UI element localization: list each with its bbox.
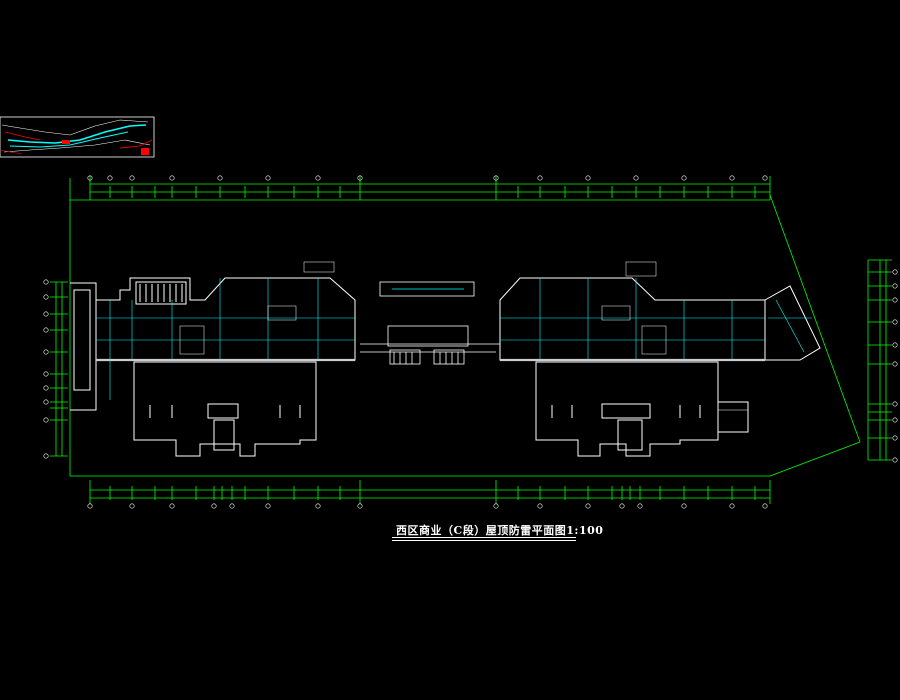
bottom-grid-bubbles [87, 503, 768, 509]
left-grid-bubbles [43, 279, 49, 459]
right-building-grid [500, 278, 812, 360]
left-building-roof-outline [70, 277, 356, 457]
middle-link-block [360, 281, 500, 365]
top-dimension-chain [69, 176, 771, 250]
key-plan-inset [0, 116, 155, 158]
right-dimension-chain [867, 259, 892, 461]
title-underline [392, 537, 576, 538]
top-grid-bubbles [87, 175, 768, 181]
right-building-roof-outline [499, 277, 821, 457]
drawing-title: 西区商业（C段）屋顶防雷平面图1:100 [396, 524, 604, 537]
title-underline [392, 540, 576, 541]
right-roof-notes [601, 261, 749, 433]
site-boundary [769, 194, 861, 477]
left-dimension-chain [50, 281, 68, 457]
left-building-grid [96, 278, 355, 400]
left-roof-notes [179, 261, 335, 355]
right-grid-bubbles [892, 269, 898, 463]
bottom-dimension-chain [69, 250, 771, 504]
